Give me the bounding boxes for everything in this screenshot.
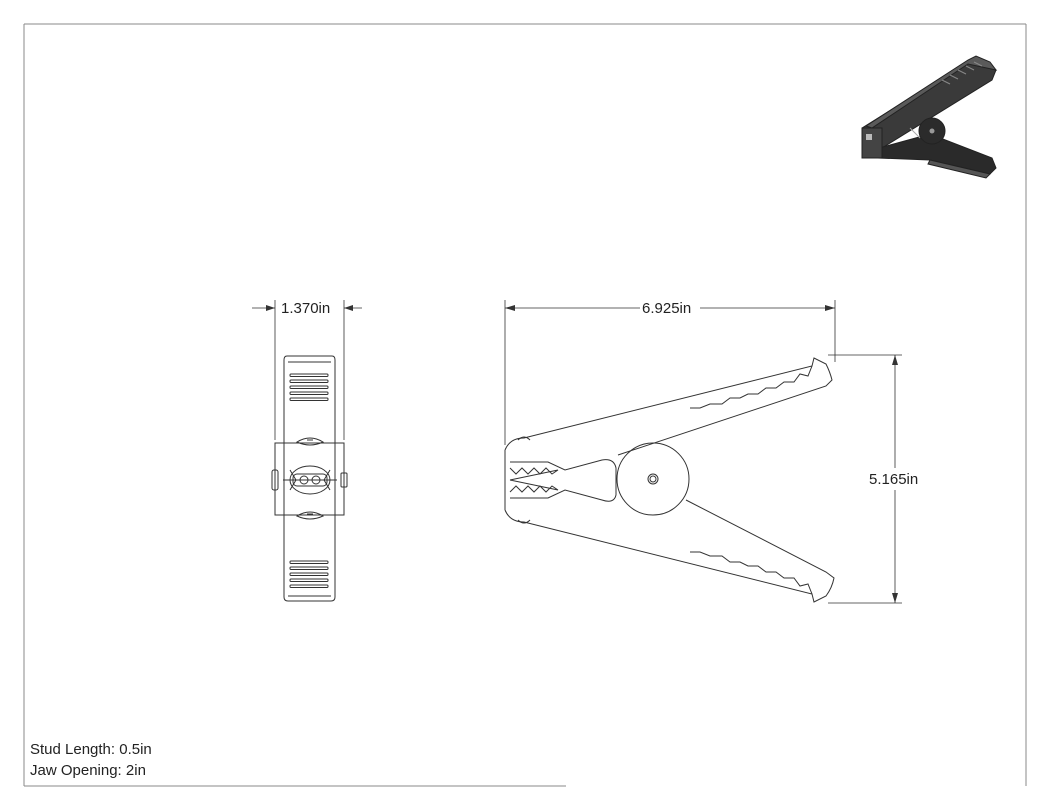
dim-width-label: 1.370in (281, 300, 331, 317)
note-stud-length: Stud Length: 0.5in (30, 741, 152, 758)
side-pivot-disc (616, 442, 690, 516)
note-jaw-opening: Jaw Opening: 2in (30, 762, 146, 779)
side-view (504, 357, 835, 603)
sheet-border (23, 23, 1027, 787)
dimension-lines (252, 300, 902, 604)
dim-length-label: 6.925in (642, 300, 692, 317)
front-grip-bottom (289, 560, 329, 588)
front-view (271, 355, 348, 602)
front-grip-top (289, 373, 329, 401)
dim-height-label: 5.165in (869, 471, 919, 488)
side-jaw-teeth (509, 467, 559, 493)
isometric-view (861, 55, 998, 179)
